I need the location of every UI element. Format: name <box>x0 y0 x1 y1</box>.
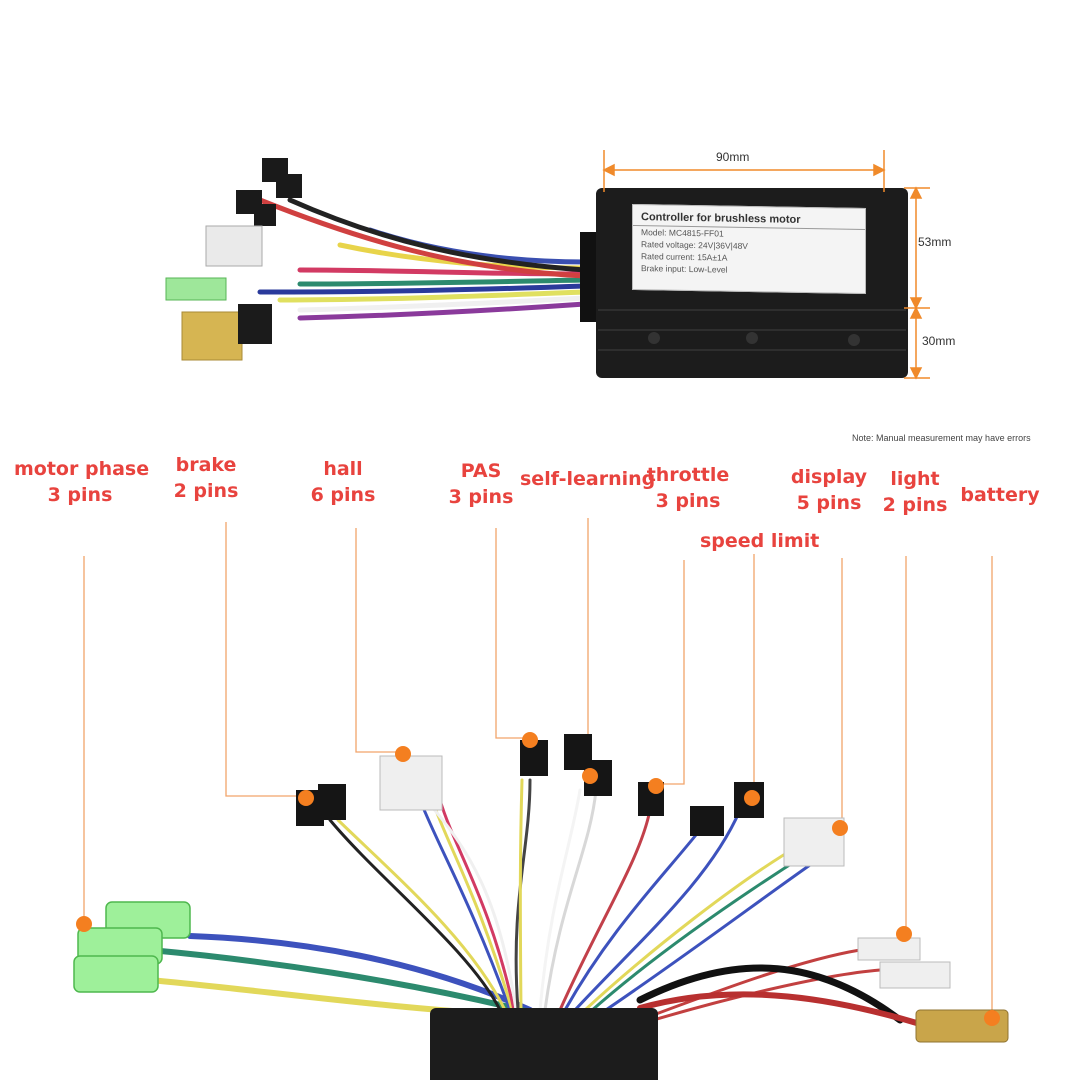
label-motor-phase: motor phase 3 pins <box>14 456 150 508</box>
label-hall: hall 6 pins <box>300 456 386 508</box>
label-motor-phase-pins: 3 pins <box>47 484 113 506</box>
label-throttle: throttle 3 pins <box>644 462 732 514</box>
label-self-learning: self-learning <box>520 466 656 492</box>
dimension-width: 90mm <box>716 150 750 164</box>
label-pas-name: PAS <box>460 460 502 482</box>
label-throttle-name: throttle <box>646 464 730 486</box>
label-battery: battery <box>958 482 1042 508</box>
label-speed-limit-name: speed limit <box>700 530 820 552</box>
label-pas-pins: 3 pins <box>448 486 514 508</box>
dimension-depth: 30mm <box>922 334 956 348</box>
measurement-note: Note: Manual measurement may have errors <box>852 433 1031 443</box>
label-hall-name: hall <box>323 458 363 480</box>
label-motor-phase-name: motor phase <box>14 458 150 480</box>
label-brake: brake 2 pins <box>164 452 248 504</box>
label-display: display 5 pins <box>788 464 870 516</box>
label-pas: PAS 3 pins <box>440 458 522 510</box>
bottom-wiring-photo <box>73 518 1009 1080</box>
label-display-name: display <box>790 466 868 488</box>
label-brake-pins: 2 pins <box>173 480 239 502</box>
label-display-pins: 5 pins <box>796 492 862 514</box>
label-battery-name: battery <box>960 484 1040 506</box>
dimension-height: 53mm <box>918 235 952 249</box>
label-throttle-pins: 3 pins <box>655 490 721 512</box>
label-brake-name: brake <box>175 454 237 476</box>
label-speed-limit: speed limit <box>700 528 820 554</box>
spec-plate: Controller for brushless motor Model: MC… <box>632 203 866 295</box>
label-self-learning-name: self-learning <box>520 468 656 490</box>
label-hall-pins: 6 pins <box>310 484 376 506</box>
label-light: light 2 pins <box>878 466 952 518</box>
label-light-name: light <box>890 468 940 490</box>
label-light-pins: 2 pins <box>882 494 948 516</box>
